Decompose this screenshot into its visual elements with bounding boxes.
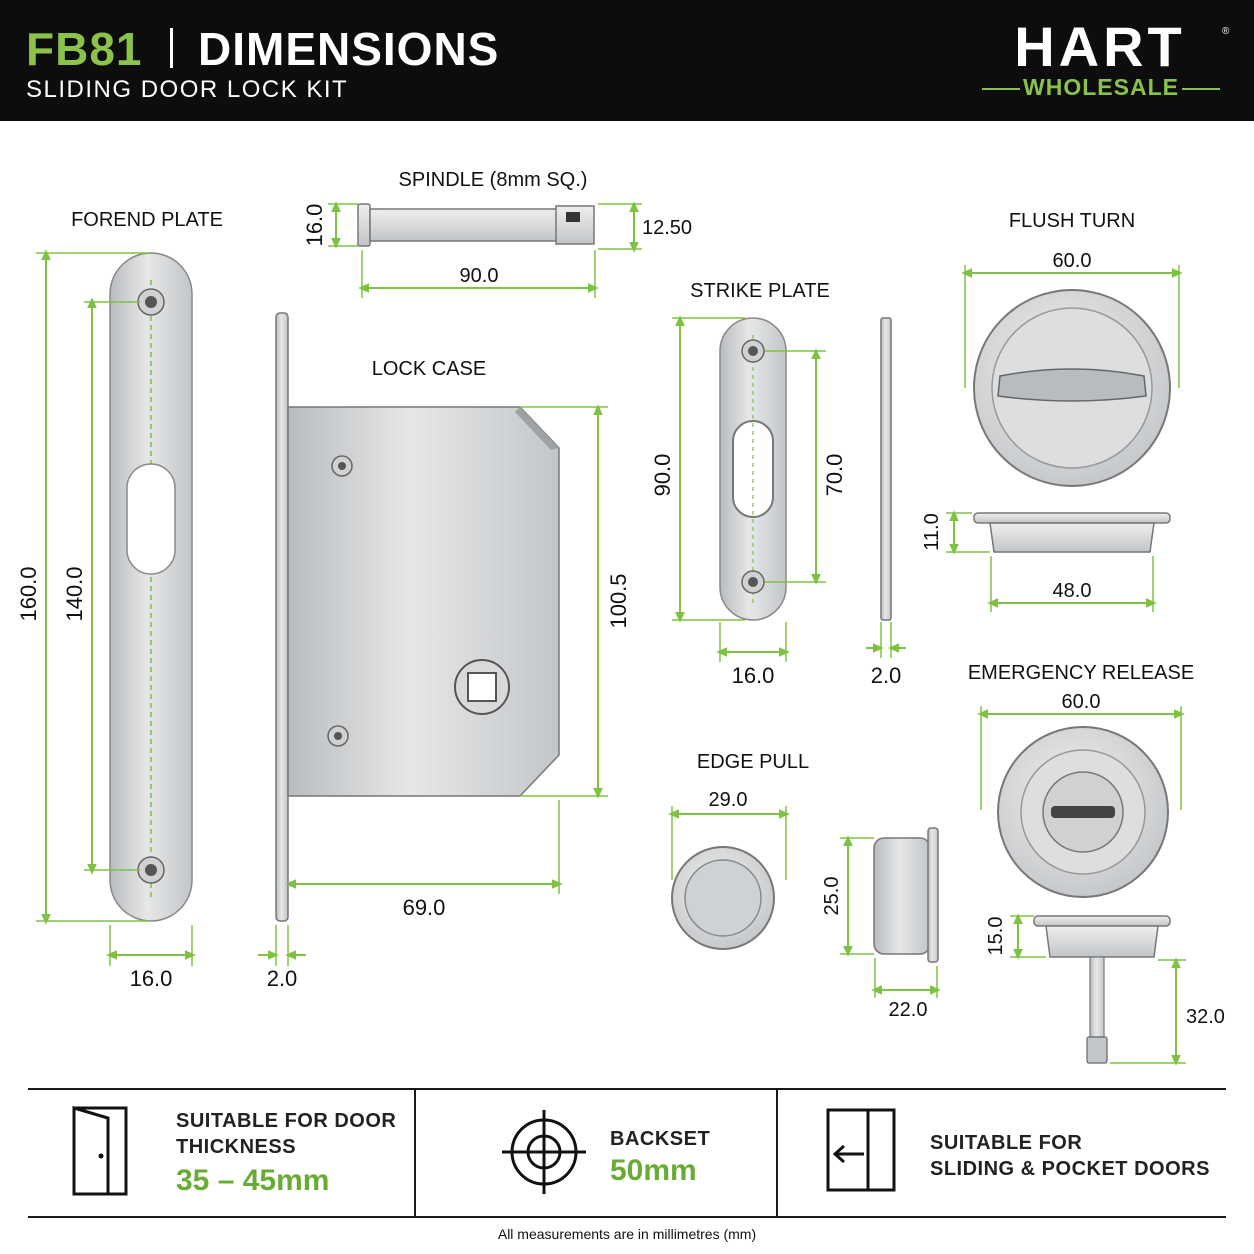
lock-case-bevel [515,407,559,450]
footer-divider [414,1090,416,1216]
dim-spindle-tip: 12.50 [642,217,692,239]
header-bar: FB81 DIMENSIONS SLIDING DOOR LOCK KIT HA… [0,0,1254,121]
footer-rule-bottom [28,1216,1226,1218]
screw-head-icon [145,864,157,876]
screw-head-icon [145,296,157,308]
dim-edge-diameter: 29.0 [709,789,748,811]
brand-registered-mark: ® [1222,26,1230,37]
dim-edge-depth: 22.0 [889,999,928,1021]
spindle-bar [369,208,559,242]
flush-turn-side-body [989,522,1155,553]
emergency-release-group: EMERGENCY RELEASE 60.0 15.0 32.0 [968,662,1225,1066]
edge-pull-side-body [873,837,931,955]
brand-rule-right [1182,88,1220,90]
dim-flush-depth: 11.0 [921,513,943,550]
sliding-door-icon [826,1108,896,1192]
forend-plate-label: FOREND PLATE [71,209,223,231]
edge-pull-group: EDGE PULL 29.0 25.0 22.0 [668,751,941,1021]
page-subtitle: SLIDING DOOR LOCK KIT [26,76,349,103]
screw-head-icon [338,462,346,470]
edge-pull-side-flange [927,827,939,963]
forend-spindle-slot [126,463,176,575]
release-pin-tip [1086,1036,1108,1064]
emergency-release-label: EMERGENCY RELEASE [968,662,1194,684]
brand-logo-name: HART [1014,15,1186,78]
dim-release-diameter: 60.0 [1062,691,1101,713]
screw-head-icon [334,732,342,740]
feature-value: 50mm [610,1154,697,1187]
dim-strike-height: 90.0 [650,454,675,497]
edge-pull-label: EDGE PULL [697,751,809,773]
product-code: FB81 [26,23,143,75]
brand-logo-sub: WHOLESALE [1023,74,1179,100]
strike-slot [732,420,774,518]
spindle-square-hole [467,672,497,702]
dim-forend-hole-spacing: 140.0 [62,566,87,621]
dim-strike-hole-spacing: 70.0 [822,454,847,497]
flush-turn-group: FLUSH TURN 60.0 11.0 48.0 [921,210,1183,612]
dim-strike-thickness: 2.0 [871,663,902,688]
coin-slot-icon [1051,806,1115,818]
feature-value: 35 – 45mm [176,1164,330,1197]
dim-strike-width: 16.0 [732,663,775,688]
spindle-group: SPINDLE (8mm SQ.) 16.0 90.0 12.50 [302,169,692,298]
screw-head-icon [748,346,758,356]
forend-plate-group: FOREND PLATE 160.0 140.0 16.0 [16,209,223,991]
edge-pull-cup [684,859,762,937]
dim-case-height: 100.5 [606,573,631,628]
dim-flush-body: 48.0 [1053,580,1092,602]
screw-head-icon [748,577,758,587]
strike-plate-group: STRIKE PLATE 90.0 70.0 16.0 2.0 [650,280,906,688]
lock-case-label: LOCK CASE [372,358,486,380]
lock-case-group: LOCK CASE 100.5 69.0 2.0 [258,312,631,991]
dim-spindle-height: 16.0 [302,204,327,247]
footnote: All measurements are in millimetres (mm) [497,1226,757,1242]
page-title: DIMENSIONS [198,23,500,75]
brand-rule-left [982,88,1020,90]
dim-case-width: 69.0 [403,895,446,920]
dim-forend-height: 160.0 [16,566,41,621]
dim-forend-width: 16.0 [130,966,173,991]
lock-case-faceplate [275,312,289,922]
dim-edge-height: 25.0 [821,877,843,916]
strike-plate-side [880,317,892,621]
feature-label: SUITABLE FOR SLIDING & POCKET DOORS [930,1132,1210,1180]
flush-turn-side-flange [973,512,1171,524]
dim-flush-diameter: 60.0 [1053,250,1092,272]
footer-rule-top [28,1088,1226,1090]
feature-label: BACKSET [610,1128,711,1150]
dim-release-pin: 32.0 [1186,1006,1225,1028]
spindle-collar [357,203,371,247]
feature-label: SUITABLE FOR DOOR THICKNESS [176,1110,397,1158]
dim-spindle-length: 90.0 [460,265,499,287]
title-separator [170,28,173,68]
release-side-flange [1033,915,1171,927]
spindle-label: SPINDLE (8mm SQ.) [399,169,588,191]
turn-knob-icon [997,368,1147,402]
spindle-notch [566,212,580,222]
footer-divider [776,1090,778,1216]
door-icon [72,1105,128,1196]
flush-turn-label: FLUSH TURN [1009,210,1135,232]
dim-case-plate-thickness: 2.0 [267,966,298,991]
crosshair-icon [502,1110,586,1194]
release-pin [1089,956,1105,1038]
release-side-body [1045,925,1159,958]
strike-plate-label: STRIKE PLATE [690,280,830,302]
dim-release-depth: 15.0 [985,917,1007,956]
spindle-tip [555,205,595,245]
